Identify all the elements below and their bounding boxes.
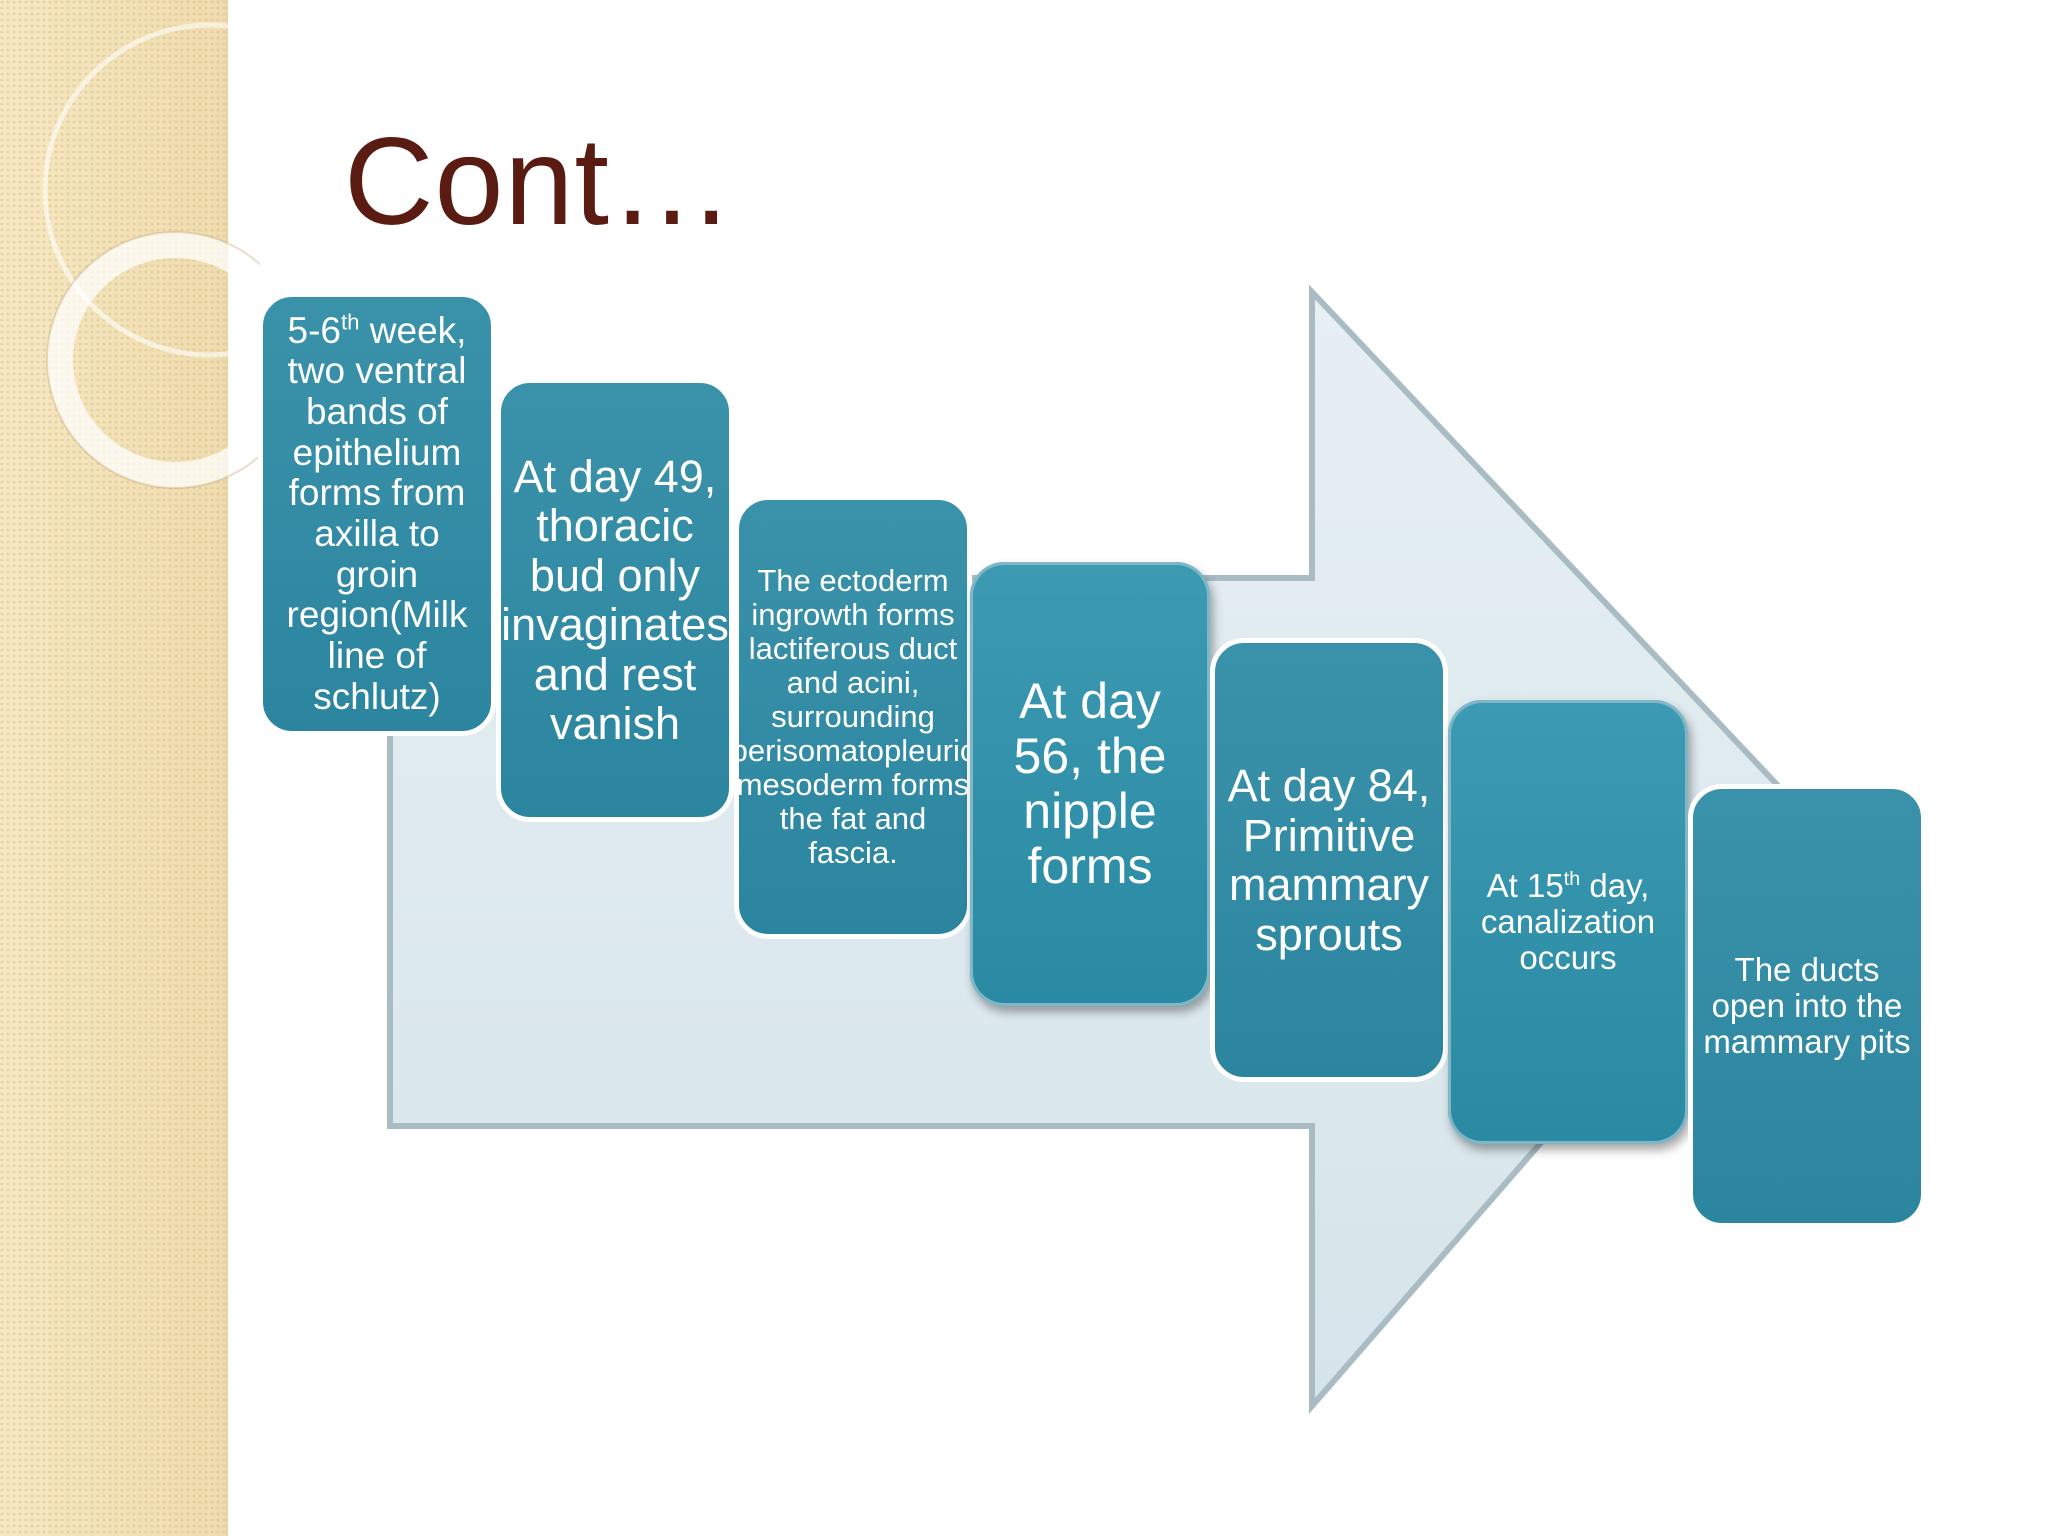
step-text-2: At day 49, thoracic bud only invaginates… bbox=[501, 450, 729, 749]
step-box-7: The ducts open into the mammary pits bbox=[1688, 784, 1926, 1228]
step-box-1: 5-6th week, two ventral bands of epithel… bbox=[258, 292, 496, 736]
step-text-6-sup: th bbox=[1563, 867, 1581, 890]
page-title: Cont… bbox=[344, 113, 735, 251]
step-text-1-sup: th bbox=[341, 309, 360, 335]
step-text-1-post: week, two ventral bands of epithelium fo… bbox=[286, 309, 468, 717]
step-box-6: At 15th day, canalization occurs bbox=[1448, 700, 1688, 1144]
step-text-6: At 15th day, canalization occurs bbox=[1458, 866, 1678, 977]
step-text-4: At day 56, the nipple forms bbox=[1013, 673, 1167, 894]
step-box-5: At day 84, Primitive mammary sprouts bbox=[1210, 638, 1448, 1082]
step-text-3: The ectoderm ingrowth forms lactiferous … bbox=[734, 562, 972, 871]
ring-medium-outline bbox=[46, 231, 260, 489]
step-text-7: The ducts open into the mammary pits bbox=[1703, 950, 1911, 1061]
step-text-6-pre: At 15 bbox=[1486, 866, 1564, 904]
ring-large bbox=[42, 22, 260, 358]
step-text-5: At day 84, Primitive mammary sprouts bbox=[1227, 760, 1431, 960]
step-text-6-post: day, canalization occurs bbox=[1480, 866, 1656, 977]
step-text-1: 5-6th week, two ventral bands of epithel… bbox=[273, 309, 481, 718]
step-text-1-pre: 5-6 bbox=[287, 309, 342, 351]
step-box-2: At day 49, thoracic bud only invaginates… bbox=[496, 378, 734, 822]
decorative-rings bbox=[42, 22, 260, 489]
step-box-4: At day 56, the nipple forms bbox=[970, 562, 1210, 1006]
ring-medium bbox=[47, 232, 260, 488]
step-box-3: The ectoderm ingrowth forms lactiferous … bbox=[734, 495, 972, 939]
sidebar-edge bbox=[226, 0, 228, 1536]
